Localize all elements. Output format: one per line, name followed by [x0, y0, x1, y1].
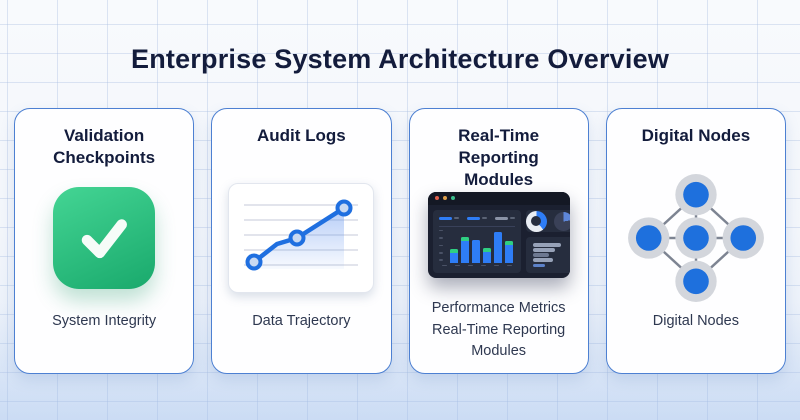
checkmark-icon: [81, 219, 128, 259]
icon-slot: [27, 173, 181, 303]
stat-line: [532, 258, 554, 262]
mini-bar: [460, 237, 469, 263]
mini-bar: [504, 241, 513, 263]
dashboard-body: [428, 205, 570, 278]
stat-line: [532, 248, 556, 252]
stat-line: [532, 263, 545, 268]
traffic-lights: [427, 191, 570, 205]
line-chart-icon: [228, 183, 375, 293]
mini-bar: [449, 249, 458, 263]
line-chart-graphic: [244, 199, 359, 271]
card-audit-logs: Audit Logs: [211, 108, 392, 374]
gauge-circle-icon: [553, 211, 570, 231]
mini-bar-chart: [448, 229, 515, 263]
dash-legend: [438, 215, 515, 222]
donut-panel: [525, 209, 570, 233]
network-nodes-icon: [627, 174, 764, 302]
card-caption: System Integrity: [52, 313, 157, 329]
card-caption: Data Trajectory: [252, 313, 351, 329]
card-caption: Performance Metrics Real-Time Reporting …: [431, 299, 566, 360]
card-validation-checkpoints: Validation Checkpoints System Integrity: [14, 108, 195, 374]
stat-line: [532, 243, 561, 247]
mini-bar: [471, 240, 480, 263]
traffic-light-dot: [442, 196, 447, 201]
card-title: Digital Nodes: [641, 126, 751, 145]
stat-line: [532, 253, 550, 257]
card-title: Validation Checkpoints: [53, 126, 156, 167]
icon-slot: [619, 173, 773, 303]
icon-slot: [422, 180, 576, 290]
card-title: Audit Logs: [256, 126, 346, 145]
mini-x-labels: [439, 263, 515, 269]
page-title: Enterprise System Architecture Overview: [130, 44, 670, 74]
cards-row: Validation Checkpoints System Integrity …: [14, 108, 786, 374]
mini-bar: [493, 231, 502, 263]
traffic-light-dot: [434, 196, 439, 201]
donut-hole: [531, 216, 542, 227]
stat-lines: [525, 237, 570, 273]
analytics-dashboard-icon: [427, 191, 570, 278]
traffic-light-dot: [450, 196, 455, 201]
legend-item: [466, 216, 487, 221]
donut-chart-icon: [525, 210, 547, 232]
legend-item: [494, 216, 515, 221]
dashboard-chart-panel: [432, 209, 521, 273]
legend-item: [438, 216, 459, 221]
check-badge-icon: [53, 187, 156, 289]
card-digital-nodes: Digital Nodes: [605, 108, 786, 374]
mini-bar: [482, 247, 491, 263]
chart-zone: [438, 229, 515, 263]
card-title: Real-Time Reporting Modules: [458, 126, 540, 189]
dash-divider: [438, 225, 515, 227]
mini-y-axis: [438, 229, 446, 263]
card-caption: Digital Nodes: [652, 313, 739, 329]
dashboard-side-column: [525, 209, 570, 273]
card-realtime-reporting: Real-Time Reporting Modules: [408, 108, 589, 374]
icon-slot: [224, 173, 378, 303]
